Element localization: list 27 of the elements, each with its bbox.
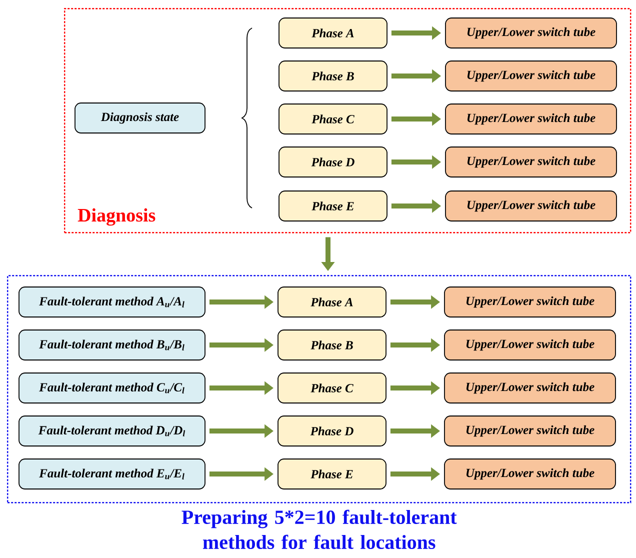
node-label: Preparing 5*2=10 fault-tolerant methods for fault locations [182, 510, 457, 550]
phase-box: Phase B [278, 330, 386, 360]
switch-tube-box: Upper/Lower switch tube [444, 330, 616, 360]
method-box: Fault-tolerant method A$_{u}$/A$_{l}$ [18, 286, 206, 318]
switch-tube-box: Upper/Lower switch tube [444, 458, 616, 490]
phase-box: Phase A [278, 18, 388, 48]
switch-tube-box: Upper/Lower switch tube [444, 286, 616, 318]
method-box: Fault-tolerant method D$_{u}$/D$_{l}$ [18, 416, 206, 446]
method-box: Fault-tolerant method B$_{u}$/B$_{l}$ [18, 330, 206, 360]
phase-box: Phase E [278, 190, 388, 222]
switch-tube-box: Upper/Lower switch tube [444, 372, 616, 404]
method-box: Fault-tolerant method E$_{u}$/E$_{l}$ [18, 458, 206, 490]
switch-tube-box: Upper/Lower switch tube [445, 60, 617, 92]
phase-box: Phase A [278, 286, 386, 318]
phase-box: Phase D [278, 416, 386, 446]
phase-box: Phase E [278, 458, 386, 490]
phase-box: Phase C [278, 104, 388, 134]
phase-box: Phase D [278, 146, 388, 178]
switch-tube-box: Upper/Lower switch tube [445, 190, 617, 222]
switch-tube-box: Upper/Lower switch tube [444, 416, 616, 446]
state-box: Diagnosis state [74, 102, 206, 134]
switch-tube-box: Upper/Lower switch tube [445, 104, 617, 134]
phase-box: Phase B [278, 60, 388, 92]
switch-tube-box: Upper/Lower switch tube [445, 18, 617, 48]
method-box: Fault-tolerant method C$_{u}$/C$_{l}$ [18, 372, 206, 404]
switch-tube-box: Upper/Lower switch tube [445, 146, 617, 178]
phase-box: Phase C [278, 372, 386, 404]
